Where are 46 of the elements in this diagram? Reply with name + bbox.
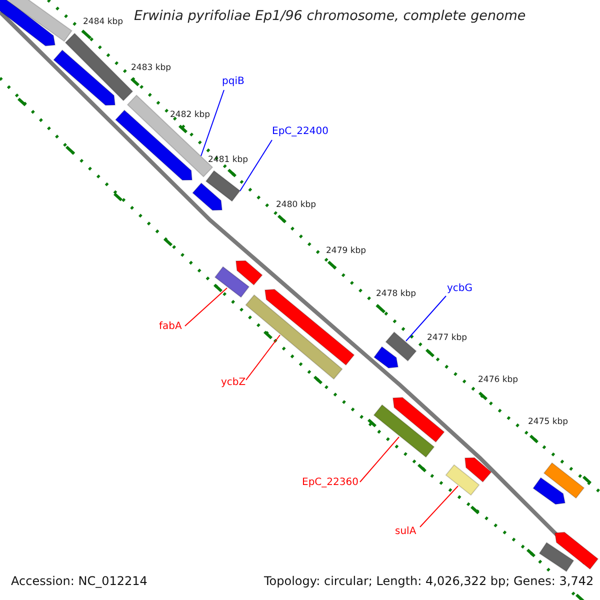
gene-block xyxy=(554,532,599,570)
gene-block xyxy=(64,32,134,102)
leader-line xyxy=(184,288,228,326)
gene-label: sulA xyxy=(395,526,416,538)
scale-label: 2478 kbp xyxy=(376,290,416,300)
gene-label: EpC_22360 xyxy=(302,477,358,488)
gene-label: ycbG xyxy=(447,283,473,294)
gene-block xyxy=(192,182,223,211)
scale-label: 2477 kbp xyxy=(427,334,468,344)
gene-block xyxy=(214,266,250,298)
scale-label: 2476 kbp xyxy=(478,376,518,386)
scale-label: 2480 kbp xyxy=(276,201,316,211)
gene-block xyxy=(538,542,574,572)
leader-line xyxy=(200,90,224,156)
gene-label: EpC_22400 xyxy=(272,126,328,138)
leader-line xyxy=(420,486,458,528)
map-title: Erwinia pyrifoliae Ep1/96 chromosome, complete genome xyxy=(134,9,526,25)
leader-line xyxy=(240,140,272,192)
gene-block xyxy=(543,462,585,499)
gene-block xyxy=(385,331,417,362)
gene-label: ycbZ xyxy=(221,377,246,388)
gene-block xyxy=(114,110,193,181)
gene-block xyxy=(53,49,116,106)
scale-label: 2479 kbp xyxy=(326,247,366,257)
scale-label: 2484 kbp xyxy=(83,18,124,28)
gene-block xyxy=(464,457,492,483)
gene-block xyxy=(445,464,480,496)
gene-block xyxy=(235,260,263,286)
leader-line xyxy=(406,296,446,342)
gene-block xyxy=(205,170,241,202)
gene-block xyxy=(373,404,435,458)
gene-label: pqiB xyxy=(222,76,244,88)
gene-label: fabA xyxy=(159,321,182,332)
gene-block xyxy=(0,0,56,46)
gene-block xyxy=(245,294,343,380)
gene-block xyxy=(392,397,445,443)
scale-label: 2482 kbp xyxy=(170,111,210,121)
scale-label: 2475 kbp xyxy=(528,418,568,428)
scale-label: 2481 kbp xyxy=(208,156,248,166)
gene-block xyxy=(532,477,566,505)
gene-block xyxy=(264,288,355,366)
gene-block xyxy=(373,346,399,369)
footer-text: Accession: NC_012214 xyxy=(9,575,150,589)
leader-line xyxy=(360,436,400,482)
scale-label: 2483 kbp xyxy=(131,64,172,74)
leader-line xyxy=(246,334,280,380)
